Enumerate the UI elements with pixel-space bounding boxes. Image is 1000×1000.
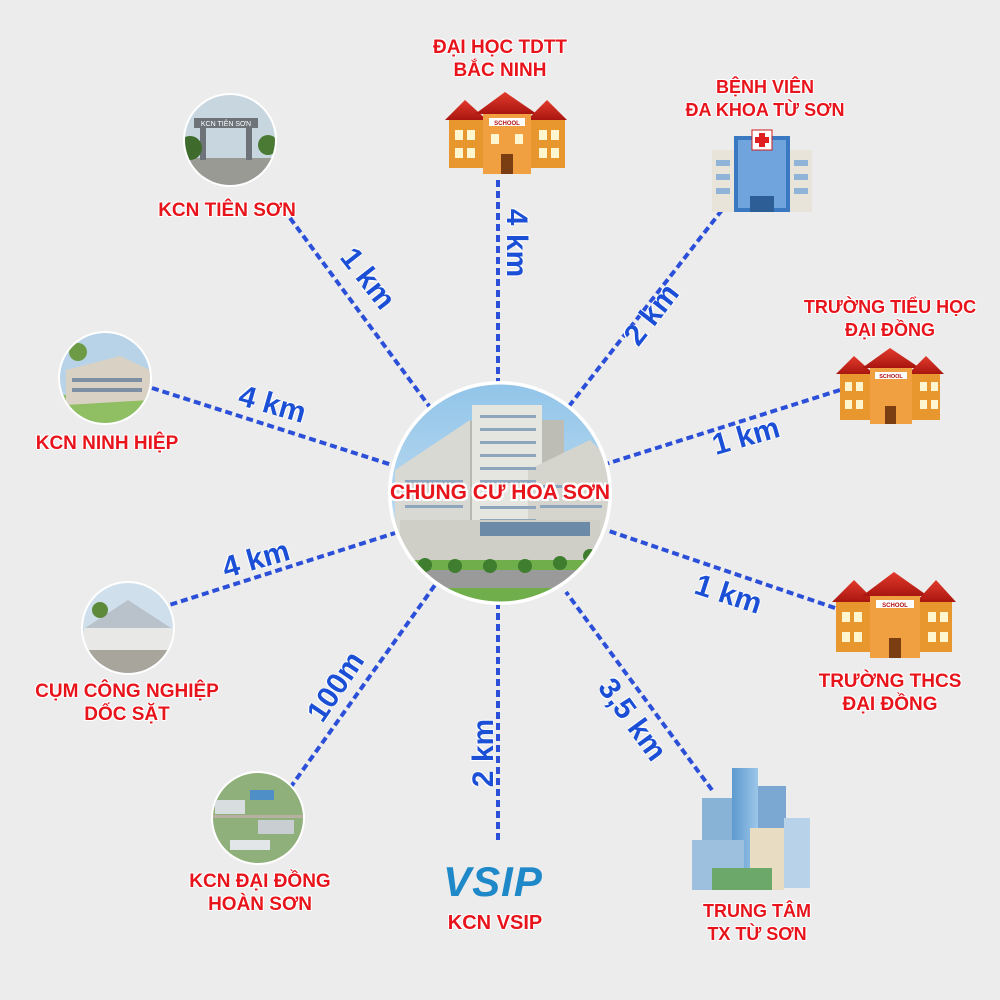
line-benh-vien [564,208,724,412]
svg-text:SCHOOL: SCHOOL [494,121,520,127]
line-kcn-tien-son [288,216,434,412]
gate-sign-text: KCN TIÊN SƠN [201,119,251,128]
kcn-tien-son-photo: KCN TIÊN SƠN [183,93,277,187]
center-label: CHUNG CƯ HOA SƠN [389,481,611,504]
kcn-ninh-hiep-photo [58,331,152,425]
distance-vsip: 2 km [467,718,501,788]
school-building-icon: SCHOOL [836,348,944,424]
city-towers-icon [692,768,810,890]
doc-sat-photo [81,581,175,675]
line-ninh-hiep [151,386,393,467]
kcn-dai-dong-hoan-son-photo [211,771,305,865]
line-tieu-hoc [605,388,841,466]
vsip-logo: VSIP [443,858,543,906]
line-dai-dong-hoan-son [288,583,437,790]
label-kcn-tien-son: KCN TIÊN SƠN [158,200,296,221]
line-thcs [605,528,836,610]
central-apartment-image [388,381,612,605]
svg-text:SCHOOL: SCHOOL [882,603,908,609]
label-vsip: KCN VSIP [447,912,543,934]
line-trung-tam [564,590,714,792]
line-doc-sat [159,531,396,610]
label-ninh-hiep: KCN NINH HIỆP [35,433,179,454]
hospital-building-icon [712,129,812,212]
vsip-logo-text: VSIP [443,858,543,905]
connector-lines [151,180,841,840]
distance-dai-hoc-tdtt: 4 km [500,208,534,278]
school-building-icon: SCHOOL [445,92,567,174]
school-building-icon: SCHOOL [832,572,956,658]
svg-text:SCHOOL: SCHOOL [879,374,903,380]
